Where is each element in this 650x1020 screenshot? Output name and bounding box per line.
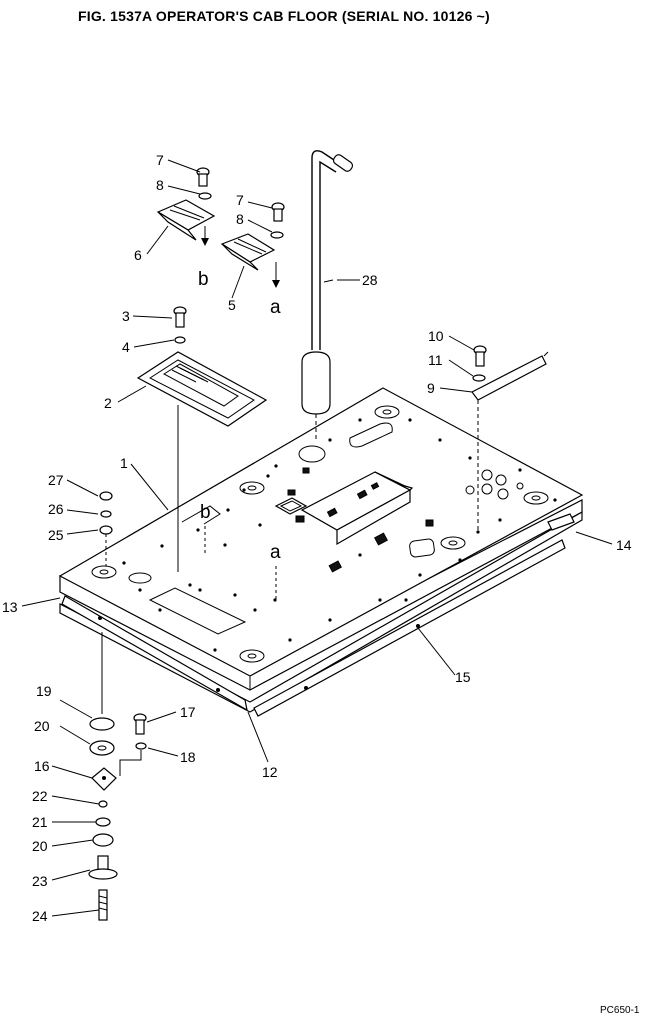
- callout-15: 15: [455, 669, 471, 685]
- callout-5: 5: [228, 297, 236, 313]
- sealing-strips: [61, 513, 575, 717]
- callout-10: 10: [428, 328, 444, 344]
- callout-6: 6: [134, 247, 142, 263]
- figure-title: FIG. 1537A OPERATOR'S CAB FLOOR (SERIAL …: [78, 8, 490, 24]
- connection-tag-a: a: [270, 297, 281, 318]
- lever-rod: [301, 150, 354, 440]
- callout-25: 25: [48, 527, 64, 543]
- callout-14: 14: [616, 537, 632, 553]
- connection-tag-a: a: [270, 542, 281, 563]
- page-reference: PC650-1: [600, 1005, 640, 1016]
- connection-tag-b: b: [198, 269, 209, 290]
- callout-labels: 7 8 6 7 8 5 28 3 4 2 1 27 26 25 10 11 9 …: [2, 152, 632, 924]
- callout-1: 1: [120, 455, 128, 471]
- mount-stack: [88, 632, 147, 921]
- callout-12: 12: [262, 764, 278, 780]
- callout-27: 27: [48, 472, 64, 488]
- connection-tags: b a b a: [198, 269, 281, 563]
- callout-4: 4: [122, 339, 130, 355]
- callout-11: 11: [428, 352, 443, 368]
- leader-lines: [21, 159, 613, 917]
- pedal-6: [156, 167, 216, 246]
- callout-16: 16: [34, 758, 50, 774]
- callout-26: 26: [48, 501, 64, 517]
- callout-8: 8: [236, 211, 244, 227]
- callout-22: 22: [32, 788, 48, 804]
- callout-17: 17: [180, 704, 196, 720]
- pedal-5: [220, 202, 285, 288]
- callout-3: 3: [122, 308, 130, 324]
- cover-plate: [136, 351, 268, 572]
- callout-7: 7: [236, 192, 244, 208]
- callout-19: 19: [36, 683, 52, 699]
- callout-8: 8: [156, 177, 164, 193]
- bolt-3: [173, 306, 187, 344]
- callout-21: 21: [32, 814, 48, 830]
- connection-tag-b: b: [200, 502, 211, 523]
- callout-23: 23: [32, 873, 48, 889]
- nut-stack-left: [99, 491, 113, 566]
- callout-13: 13: [2, 599, 18, 615]
- callout-20: 20: [34, 718, 50, 734]
- bracket-9: [471, 345, 549, 530]
- callout-24: 24: [32, 908, 48, 924]
- callout-28: 28: [362, 272, 378, 288]
- callout-20: 20: [32, 838, 48, 854]
- callout-7: 7: [156, 152, 164, 168]
- callout-2: 2: [104, 395, 112, 411]
- callout-18: 18: [180, 749, 196, 765]
- callout-9: 9: [427, 380, 435, 396]
- floor-plate: [58, 387, 584, 713]
